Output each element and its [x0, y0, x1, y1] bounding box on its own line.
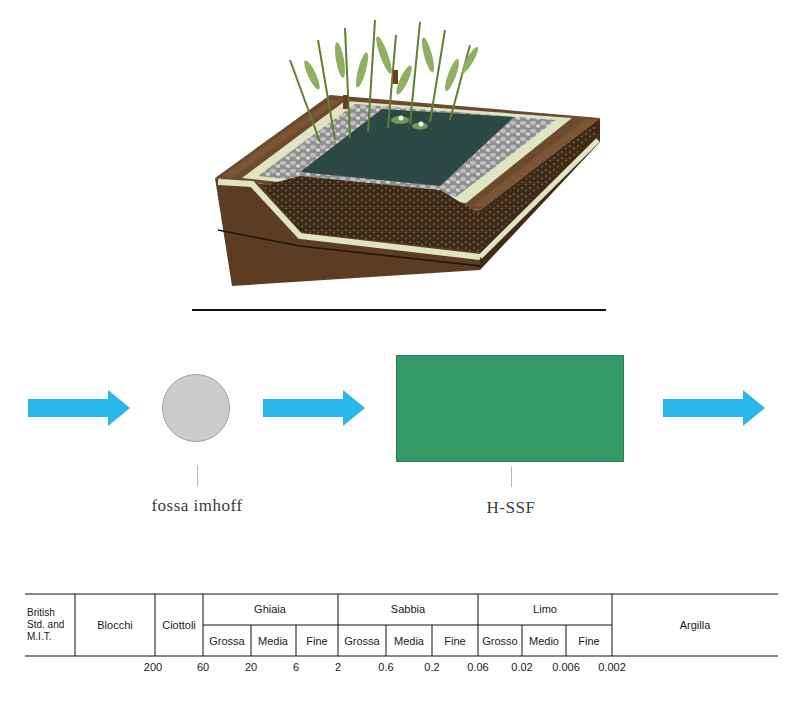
grain-table-grid	[25, 594, 778, 656]
lily-flower	[399, 116, 404, 121]
size-value: 6	[293, 661, 299, 673]
lily-flower	[419, 122, 424, 127]
table-rule	[478, 594, 479, 656]
reed-stem	[368, 20, 375, 132]
table-rule	[432, 625, 433, 656]
reed-leaf	[333, 42, 347, 79]
size-value: 2	[335, 661, 341, 673]
reed-leaf	[459, 45, 480, 74]
wetland-illustration	[215, 20, 600, 286]
label-tick	[511, 467, 512, 487]
table-cell: Ghiaia	[254, 603, 286, 615]
table-rule	[522, 625, 523, 656]
liner-section	[218, 182, 480, 257]
table-rule	[155, 594, 156, 656]
membrane-line	[218, 230, 480, 266]
inflow-arrow	[28, 390, 130, 426]
substrate-side	[480, 124, 596, 250]
reed-stem	[345, 28, 350, 138]
table-cell: Grossa	[344, 635, 379, 647]
table-cell: Media	[258, 635, 288, 647]
table-rule	[338, 594, 339, 656]
reed-leaf	[353, 52, 370, 89]
tank-circle: fossa imhoff	[162, 374, 230, 442]
size-value: 0.2	[424, 661, 439, 673]
table-rule	[25, 594, 778, 595]
size-value: 60	[197, 661, 209, 673]
table-cell: Limo	[533, 603, 557, 615]
reed-stem	[410, 22, 420, 124]
table-cell: Medio	[529, 635, 559, 647]
table-cell: Media	[394, 635, 424, 647]
cattail-head	[393, 70, 398, 84]
table-rule	[75, 594, 76, 656]
reed-leaf	[442, 58, 461, 93]
reed-stem	[430, 30, 445, 122]
reed-stem	[318, 40, 335, 140]
outflow-arrow	[663, 390, 765, 426]
node-label: fossa imhoff	[151, 496, 242, 516]
reeds	[290, 20, 470, 142]
table-cell: Fine	[306, 635, 327, 647]
table-cell: British Std. and M.I.T.	[27, 607, 75, 643]
table-rule	[612, 594, 613, 656]
table-rule	[296, 625, 297, 656]
size-value: 0.6	[378, 661, 393, 673]
wetland-box: H-SSF	[396, 355, 624, 462]
reed-leaf	[302, 59, 323, 91]
reed-leaf	[394, 64, 415, 96]
reed-leaf	[419, 37, 436, 74]
table-cell: Grossa	[209, 635, 244, 647]
table-cell: Grosso	[482, 635, 517, 647]
table-cell: Blocchi	[97, 619, 132, 631]
table-cell: Sabbia	[391, 603, 425, 615]
size-value: 0.006	[552, 661, 580, 673]
substrate-section	[262, 176, 480, 252]
size-value: 200	[144, 661, 162, 673]
lily-pad	[412, 123, 428, 130]
node-label: H-SSF	[487, 498, 536, 518]
cattail-head	[343, 95, 348, 109]
separator-line	[192, 309, 606, 311]
lily-pad	[391, 116, 409, 124]
liner-side	[480, 140, 598, 257]
flow-arrow	[263, 390, 365, 426]
size-value: 0.06	[467, 661, 488, 673]
table-rule	[203, 625, 612, 626]
table-cell: Fine	[444, 635, 465, 647]
table-cell: Fine	[578, 635, 599, 647]
table-rule	[25, 656, 778, 657]
table-rule	[203, 594, 204, 656]
table-rule	[386, 625, 387, 656]
reed-leaves	[302, 35, 481, 96]
table-rule	[566, 625, 567, 656]
table-cell: Argilla	[680, 619, 711, 631]
size-value: 0.002	[598, 661, 626, 673]
table-cell: Ciottoli	[162, 619, 196, 631]
size-value: 20	[245, 661, 257, 673]
table-rule	[251, 625, 252, 656]
reed-leaf	[373, 35, 394, 75]
size-value: 0.02	[511, 661, 532, 673]
label-tick	[197, 465, 198, 486]
reed-stem	[290, 60, 320, 142]
